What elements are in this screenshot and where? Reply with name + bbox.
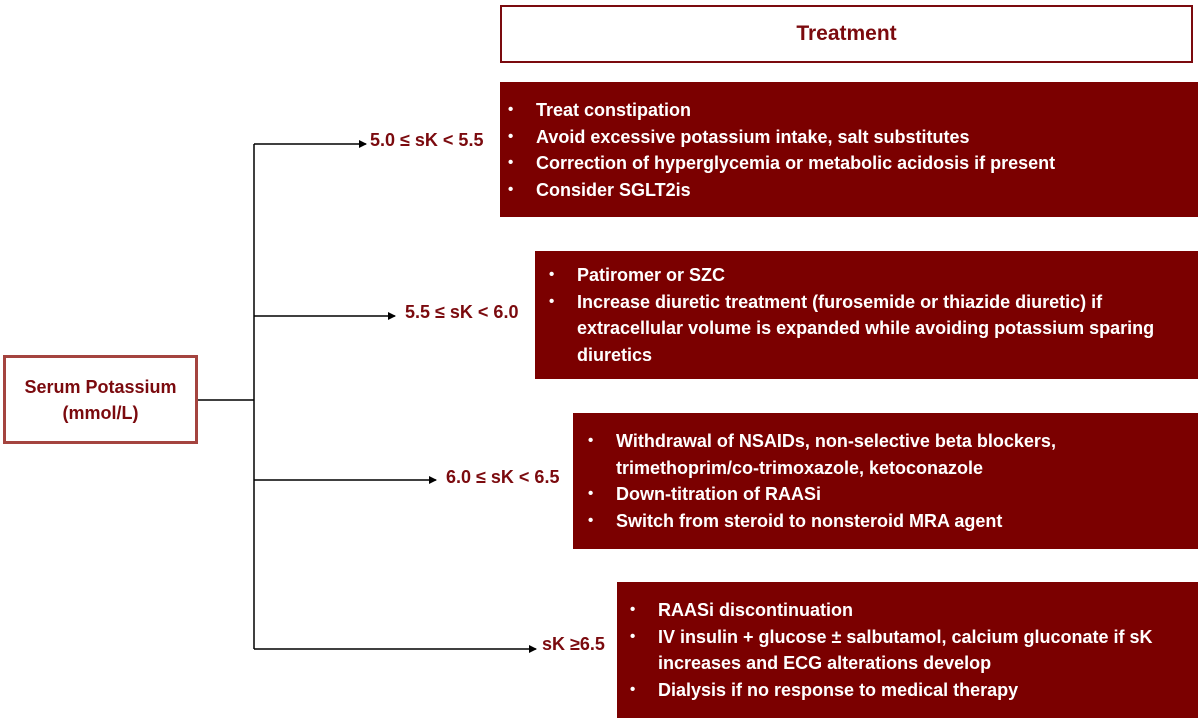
treatment-item: Treat constipation <box>500 97 1188 124</box>
treatment-item: RAASi discontinuation <box>622 597 1188 624</box>
treatment-item: Patiromer or SZC <box>541 262 1163 289</box>
treatment-item: Correction of hyperglycemia or metabolic… <box>500 150 1188 177</box>
treatment-item: Withdrawal of NSAIDs, non-selective beta… <box>580 428 1168 481</box>
treatment-box-4: RAASi discontinuation IV insulin + gluco… <box>617 582 1198 718</box>
root-label-line2: (mmol/L) <box>62 402 139 423</box>
treatment-title: Treatment <box>796 22 897 45</box>
range-label-3: 6.0 ≤ sK < 6.5 <box>446 467 560 487</box>
treatment-item: Down-titration of RAASi <box>580 481 1168 508</box>
serum-potassium-box: Serum Potassium (mmol/L) <box>3 355 198 444</box>
range-label-1: 5.0 ≤ sK < 5.5 <box>370 130 484 150</box>
treatment-item: Increase diuretic treatment (furosemide … <box>541 289 1163 369</box>
range-label-2: 5.5 ≤ sK < 6.0 <box>405 302 519 322</box>
treatment-box-2: Patiromer or SZC Increase diuretic treat… <box>535 251 1198 379</box>
treatment-item: Avoid excessive potassium intake, salt s… <box>500 124 1188 151</box>
range-label-4: sK ≥6.5 <box>542 634 605 654</box>
treatment-item: Switch from steroid to nonsteroid MRA ag… <box>580 508 1168 535</box>
treatment-item: Dialysis if no response to medical thera… <box>622 677 1188 704</box>
treatment-item: Consider SGLT2is <box>500 177 1188 204</box>
treatment-header: Treatment <box>500 5 1193 63</box>
root-label-line1: Serum Potassium <box>24 376 177 397</box>
treatment-box-3: Withdrawal of NSAIDs, non-selective beta… <box>573 413 1198 549</box>
treatment-item: IV insulin + glucose ± salbutamol, calci… <box>622 624 1188 677</box>
treatment-box-1: Treat constipation Avoid excessive potas… <box>500 82 1198 217</box>
